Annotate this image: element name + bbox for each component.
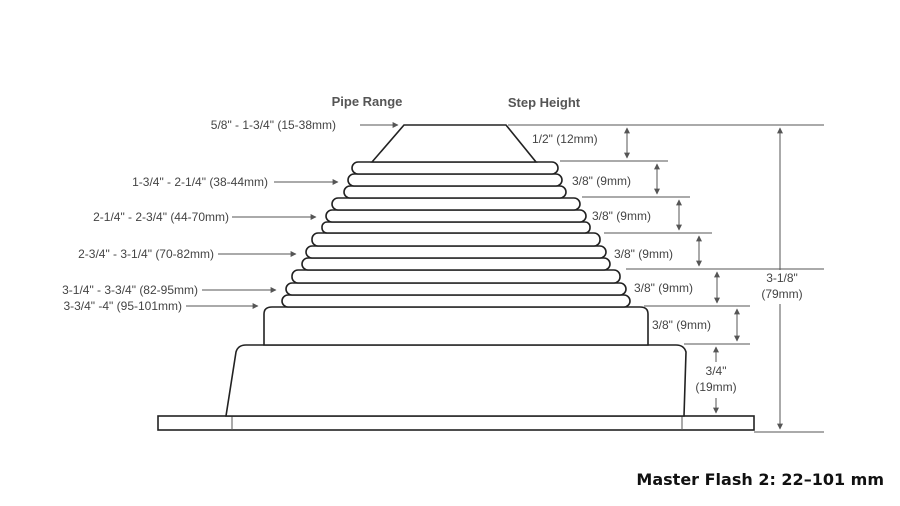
pipe-range-label-1: 5/8" - 1-3/4" (15-38mm) [211,118,336,132]
pipe-range-label-4: 2-3/4" - 3-1/4" (70-82mm) [78,247,214,261]
pipe-range-labels: 5/8" - 1-3/4" (15-38mm) 1-3/4" - 2-1/4" … [62,118,399,313]
flashing-body [157,124,755,431]
base-dome [225,344,687,417]
pipe-range-label-2: 1-3/4" - 2-1/4" (38-44mm) [132,175,268,189]
ring-5 [281,269,631,308]
step-height-label-4: 3/8" (9mm) [614,247,673,261]
top-cone [370,124,538,163]
step-height-label-2: 3/8" (9mm) [572,174,631,188]
step-6 [263,306,649,346]
step-height-label-6: 3/8" (9mm) [652,318,711,332]
product-caption: Master Flash 2: 22–101 mm [636,470,884,489]
step-height-label-3: 3/8" (9mm) [592,209,651,223]
step-height-header: Step Height [508,95,581,110]
total-height-line-1: 3-1/8" [766,271,798,285]
pipe-range-label-3: 2-1/4" - 2-3/4" (44-70mm) [93,210,229,224]
base-flange [157,415,755,431]
pipe-range-label-5: 3-1/4" - 3-3/4" (82-95mm) [62,283,198,297]
step-height-label-5: 3/8" (9mm) [634,281,693,295]
pipe-range-label-6: 3-3/4" -4" (95-101mm) [63,299,182,313]
total-height-line-2: (79mm) [761,287,802,301]
step-reference-lines [508,124,824,433]
total-height-dimension: 3-1/8" (79mm) [752,127,812,430]
base-height-line-2: (19mm) [695,380,736,394]
step-height-label-1: 1/2" (12mm) [532,132,598,146]
base-height-line-1: 3/4" [706,364,727,378]
pipe-range-header: Pipe Range [332,94,403,109]
step-height-labels: 1/2" (12mm) 3/8" (9mm) 3/8" (9mm) 3/8" (… [532,127,740,414]
ring-2 [343,161,567,199]
ring-4 [301,232,611,271]
ring-3 [321,197,591,234]
